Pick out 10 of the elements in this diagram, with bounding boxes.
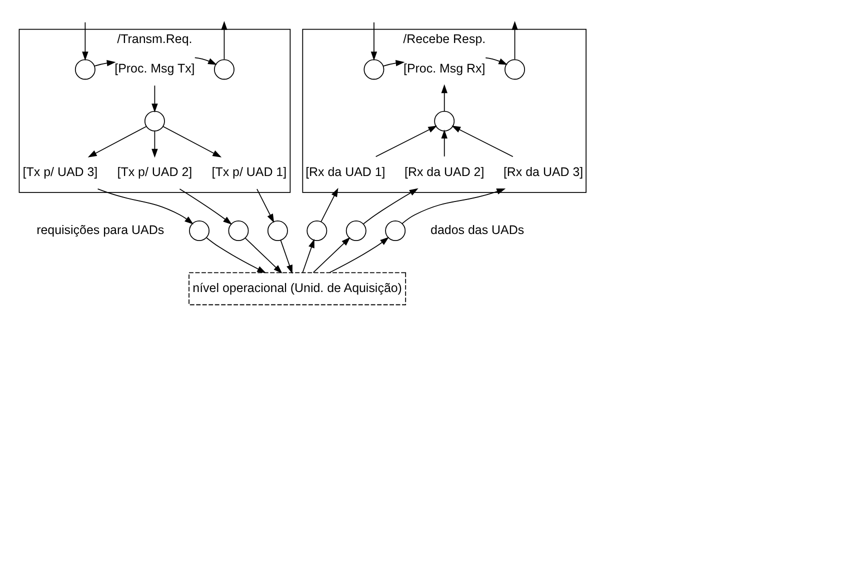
node-text: [Tx p/ UAD 1] <box>212 165 287 180</box>
node-text: [Rx da UAD 2] <box>404 165 484 180</box>
node-text: [Rx da UAD 1] <box>306 165 386 180</box>
node-text: [Proc. Msg Tx] <box>114 62 195 76</box>
node-text: [Rx da UAD 3] <box>503 165 584 180</box>
node-text: [Proc. Msg Rx] <box>403 62 486 76</box>
label: requisições para UADs <box>36 223 164 238</box>
label: dados das UADs <box>430 223 524 238</box>
node-text: [Tx p/ UAD 3] <box>22 165 98 180</box>
node-text: [Tx p/ UAD 2] <box>117 165 192 180</box>
